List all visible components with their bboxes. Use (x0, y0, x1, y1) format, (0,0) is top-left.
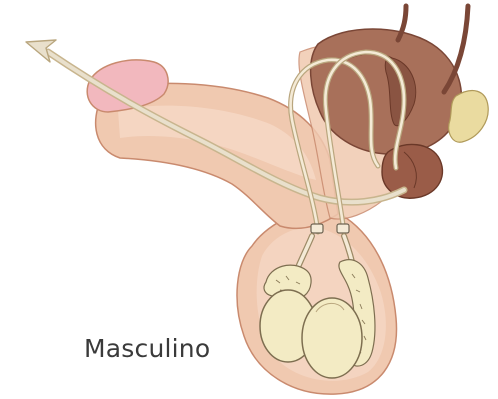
prostate (382, 144, 442, 198)
seminal-vesicle (449, 91, 488, 143)
vas-clamp-left (311, 224, 323, 233)
caption-label: Masculino (84, 334, 210, 363)
testis-right (302, 298, 362, 378)
vas-clamp-right (337, 224, 349, 233)
